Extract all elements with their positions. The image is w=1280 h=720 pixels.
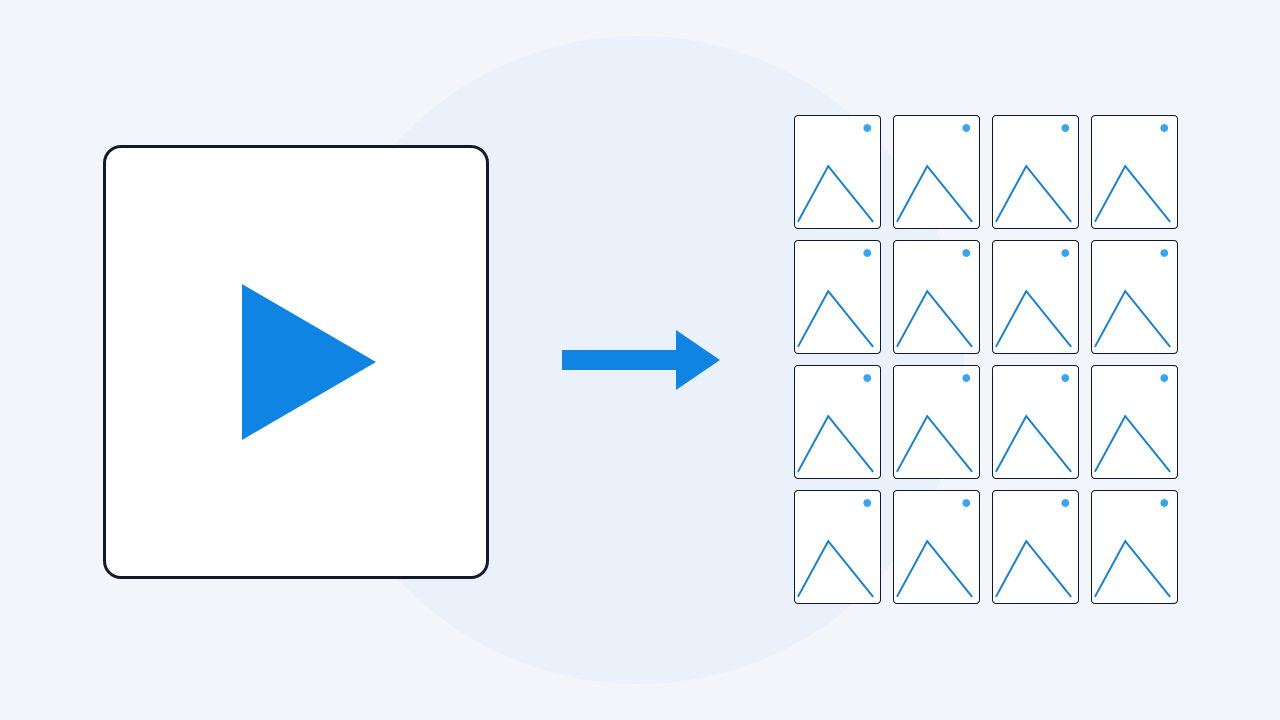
image-frame-icon	[797, 499, 874, 598]
arrow-right-icon	[562, 330, 720, 390]
sun-dot	[863, 499, 872, 507]
mountain-shape	[797, 539, 874, 598]
image-frame-icon	[1094, 124, 1171, 223]
sun-dot	[1061, 499, 1070, 507]
mountain-shape	[1094, 164, 1171, 223]
image-frame	[992, 115, 1079, 229]
image-frame	[794, 365, 881, 479]
image-frame	[893, 490, 980, 604]
sun-dot	[1160, 499, 1169, 507]
sun-dot	[1160, 374, 1169, 382]
image-frame-icon	[797, 374, 874, 473]
image-frame-icon	[797, 124, 874, 223]
image-frame	[992, 365, 1079, 479]
image-frame-icon	[896, 249, 973, 348]
sun-dot	[1160, 124, 1169, 132]
mountain-shape	[797, 414, 874, 473]
mountain-shape	[896, 289, 973, 348]
image-frame-icon	[995, 249, 1072, 348]
sun-dot	[863, 374, 872, 382]
mountain-shape	[896, 164, 973, 223]
image-frame	[1091, 115, 1178, 229]
play-icon	[242, 284, 376, 440]
sun-dot	[962, 124, 971, 132]
image-frame	[992, 490, 1079, 604]
mountain-shape	[896, 539, 973, 598]
play-triangle	[242, 284, 376, 440]
image-frame-icon	[995, 124, 1072, 223]
video-card	[103, 145, 489, 579]
image-frame-icon	[896, 124, 973, 223]
sun-dot	[1061, 374, 1070, 382]
sun-dot	[1061, 124, 1070, 132]
sun-dot	[1061, 249, 1070, 257]
image-frame-icon	[896, 374, 973, 473]
mountain-shape	[995, 289, 1072, 348]
mountain-shape	[1094, 414, 1171, 473]
image-frame-icon	[995, 499, 1072, 598]
sun-dot	[1160, 249, 1169, 257]
image-frame	[893, 115, 980, 229]
mountain-shape	[1094, 289, 1171, 348]
sun-dot	[962, 499, 971, 507]
image-frame	[1091, 240, 1178, 354]
image-frame	[1091, 365, 1178, 479]
arrow-head	[676, 330, 720, 390]
sun-dot	[962, 249, 971, 257]
image-frame-icon	[1094, 499, 1171, 598]
mountain-shape	[995, 539, 1072, 598]
mountain-shape	[797, 164, 874, 223]
sun-dot	[962, 374, 971, 382]
mountain-shape	[995, 414, 1072, 473]
image-frame-icon	[797, 249, 874, 348]
image-frame-icon	[1094, 374, 1171, 473]
sun-dot	[863, 249, 872, 257]
sun-dot	[863, 124, 872, 132]
mountain-shape	[896, 414, 973, 473]
image-frame	[893, 365, 980, 479]
image-frame	[893, 240, 980, 354]
image-frame	[1091, 490, 1178, 604]
image-frame-icon	[896, 499, 973, 598]
arrow-shaft	[562, 350, 680, 370]
image-frame-icon	[995, 374, 1072, 473]
mountain-shape	[797, 289, 874, 348]
mountain-shape	[995, 164, 1072, 223]
image-frame	[794, 490, 881, 604]
image-frame	[794, 115, 881, 229]
mountain-shape	[1094, 539, 1171, 598]
image-frame-icon	[1094, 249, 1171, 348]
image-frame	[794, 240, 881, 354]
image-frame	[992, 240, 1079, 354]
frame-grid	[794, 115, 1178, 604]
